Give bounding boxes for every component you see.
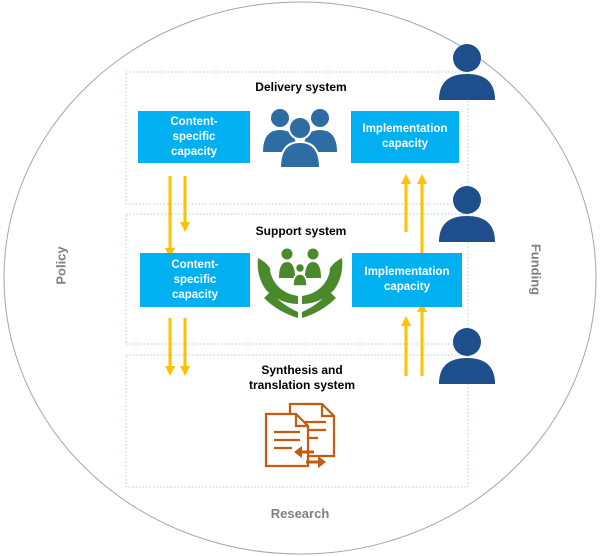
person-icon-delivery xyxy=(439,44,495,100)
support-system-title: Support system xyxy=(255,224,347,238)
support-implementation-capacity-box: Implementation capacity xyxy=(352,253,462,307)
synthesis-system-frame xyxy=(125,354,469,488)
support-system-frame xyxy=(125,213,469,345)
support-content-capacity-box: Content- specific capacity xyxy=(140,253,250,307)
outer-circle xyxy=(3,1,597,555)
delivery-content-capacity-box: Content- specific capacity xyxy=(138,111,250,163)
documents-exchange-icon xyxy=(264,402,336,468)
policy-label: Policy xyxy=(53,246,69,285)
arrows-down-lower xyxy=(165,318,190,376)
delivery-system-frame xyxy=(125,71,469,205)
arrows-up-upper xyxy=(401,174,427,256)
person-icon-support xyxy=(439,186,495,242)
person-icon-synthesis xyxy=(439,328,495,384)
people-group-icon xyxy=(263,109,337,169)
funding-label: Funding xyxy=(528,243,544,296)
synthesis-system-title: Synthesis and translation system xyxy=(248,363,356,392)
delivery-implementation-capacity-box: Implementation capacity xyxy=(351,111,459,163)
arrows-down-upper xyxy=(165,176,190,258)
hands-family-icon xyxy=(257,248,343,318)
research-label: Research xyxy=(270,506,330,521)
arrows-up-lower xyxy=(401,302,427,376)
delivery-system-title: Delivery system xyxy=(255,80,347,94)
